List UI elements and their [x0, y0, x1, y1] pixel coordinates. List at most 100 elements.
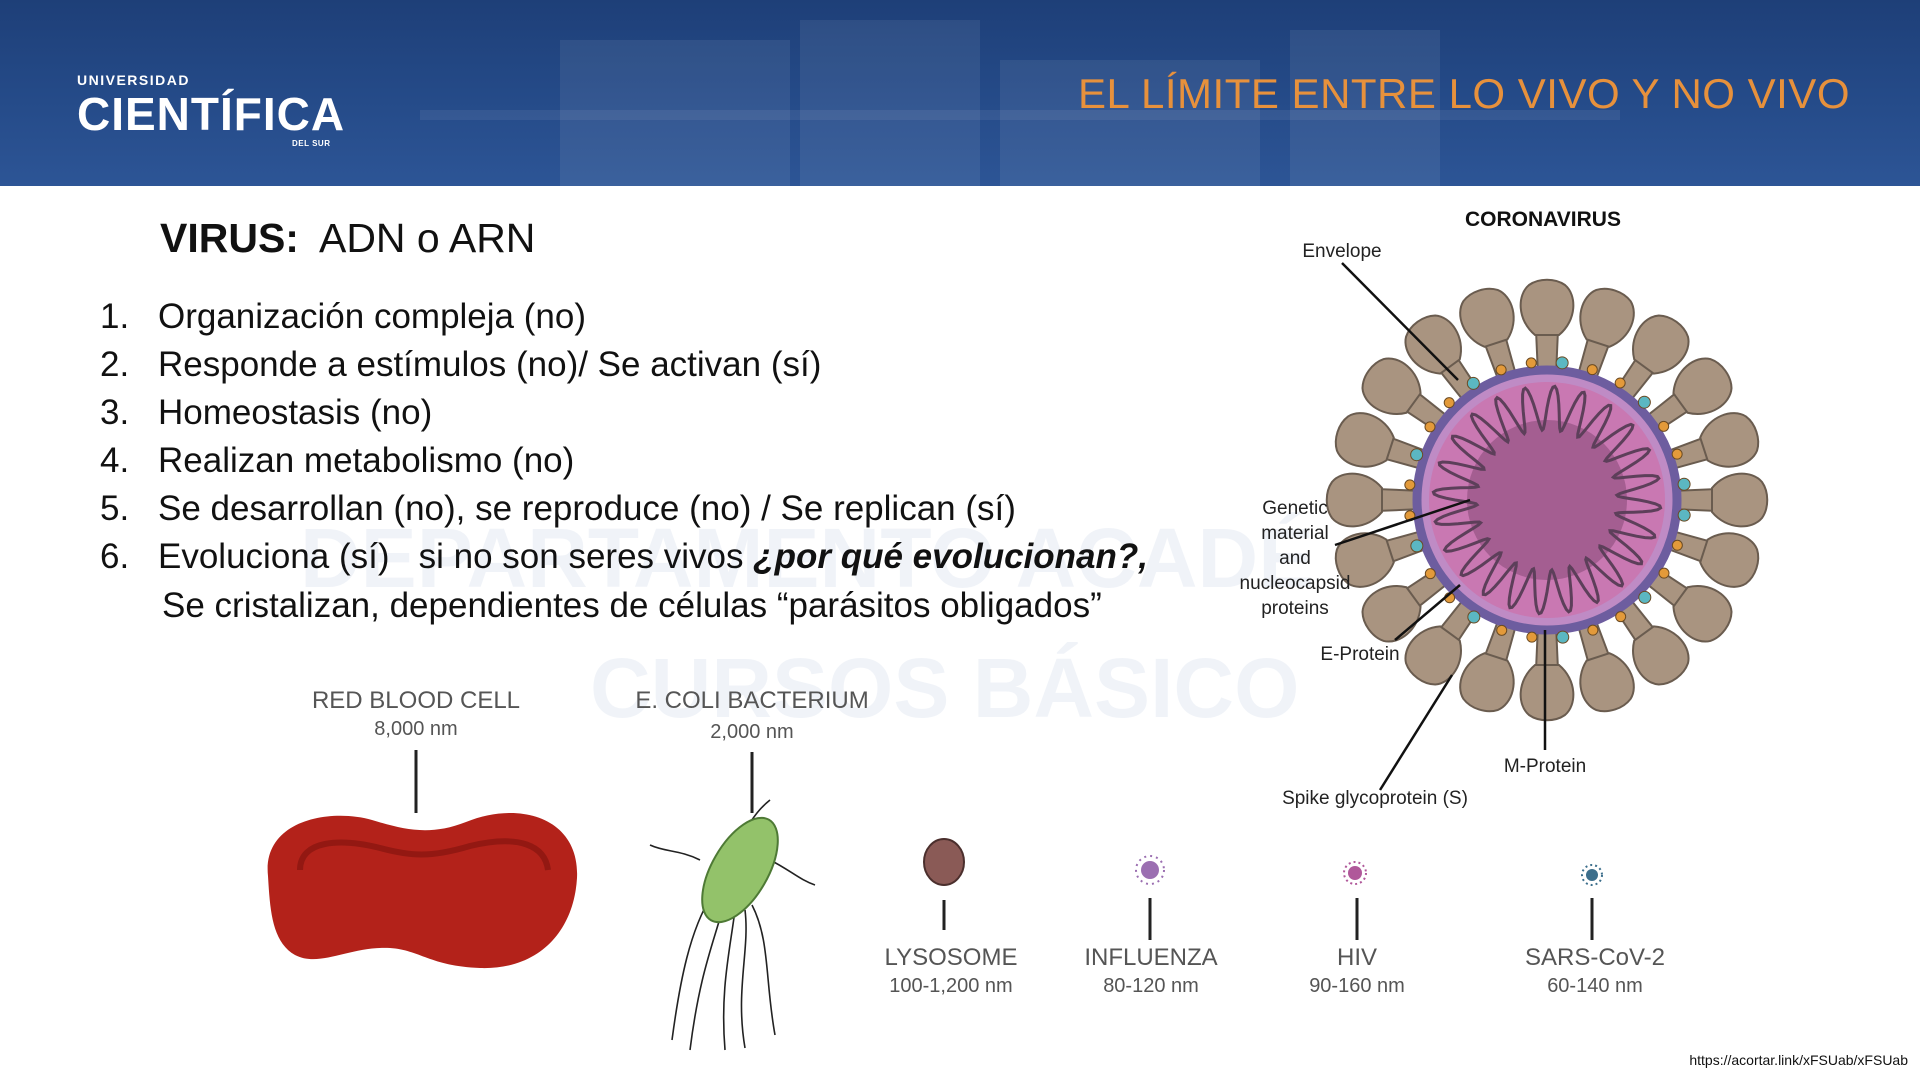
m-protein-marker [1424, 568, 1436, 580]
m-protein-marker [1404, 479, 1416, 491]
e-protein-marker [1467, 610, 1481, 624]
m-protein-marker [1586, 364, 1598, 376]
spike-label: Spike glycoprotein (S) [1282, 788, 1468, 809]
list-item-number: 5. [100, 489, 130, 528]
spike-protein [1641, 357, 1733, 436]
lysosome-body [923, 838, 965, 886]
membrane-proteins [1404, 356, 1691, 644]
spike-protein [1325, 472, 1423, 528]
list-item-number: 4. [100, 441, 130, 480]
m-protein-marker [1587, 624, 1599, 636]
e-protein-marker [1555, 356, 1569, 370]
m-protein-marker [1614, 377, 1626, 389]
spike-protein [1671, 472, 1769, 528]
virus-heading: VIRUS: ADN o ARN [160, 215, 535, 262]
list-item-text: Evoluciona (sí) si no son seres vivos [158, 537, 754, 576]
coronavirus-title: CORONAVIRUS [1465, 208, 1621, 231]
influenza-particle [1141, 861, 1159, 879]
list-item-emphasis: ¿por qué evolucionan?, [753, 537, 1148, 576]
list-item-text: Se desarrollan (no), se reproduce (no) /… [158, 489, 1016, 528]
logo-top-text: UNIVERSIDAD [77, 72, 190, 88]
list-item-number: 6. [100, 537, 130, 576]
hiv-size: 90-160 nm [1309, 975, 1405, 997]
m-protein-marker [1658, 420, 1670, 432]
coronavirus-diagram: CORONAVIRUS Envelope Genetic material an… [1240, 208, 1769, 809]
spike-pointer [1378, 674, 1454, 791]
e-protein-label: E-Protein [1320, 644, 1399, 665]
m-protein-marker [1658, 567, 1670, 579]
spike-protein [1519, 624, 1575, 722]
list-item-text: Realizan metabolismo (no) [158, 441, 575, 480]
m-protein-label: M-Protein [1504, 756, 1586, 777]
list-item: 2. Responde a estímulos (no)/ Se activan … [100, 341, 1148, 389]
source-url: https://acortar.link/xFSUab/xFSUab [1689, 1052, 1908, 1068]
genetic-material-pointer [1334, 498, 1471, 547]
list-item-text: Homeostasis (no) [158, 393, 433, 432]
envelope-pointer [1341, 262, 1459, 381]
m-protein-marker [1495, 364, 1507, 376]
slide-title: EL LÍMITE ENTRE LO VIVO Y NO VIVO [1078, 70, 1850, 117]
nucleocapsid-core [1467, 420, 1627, 580]
list-item-number: 3. [100, 393, 130, 432]
list-continuation: Se cristalizan, dependientes de células … [162, 586, 1102, 625]
sars-cov-2-particle [1586, 869, 1598, 881]
influenza-size: 80-120 nm [1103, 975, 1199, 997]
list-item: 1. Organización compleja (no) [100, 293, 1148, 341]
ecoli-body [701, 816, 779, 924]
list-item-number: 2. [100, 345, 130, 384]
list-item-text: Organización compleja (no) [158, 297, 586, 336]
header-banner: UNIVERSIDAD CIENTÍFICA DEL SUR EL LÍMITE… [0, 0, 1920, 186]
e-protein-marker [1637, 395, 1651, 409]
envelope-label: Envelope [1302, 241, 1381, 262]
logo-sub-text: DEL SUR [292, 139, 331, 148]
virus-heading-bold: VIRUS: [160, 215, 299, 261]
genetic-label-line: and [1279, 548, 1311, 569]
rbc-name: RED BLOOD CELL [312, 687, 520, 714]
e-protein-marker [1466, 376, 1480, 390]
influenza-name: INFLUENZA [1084, 944, 1217, 971]
m-protein-marker [1424, 421, 1436, 433]
university-logo: UNIVERSIDAD CIENTÍFICA DEL SUR [77, 72, 346, 148]
e-protein-pointer [1394, 584, 1461, 641]
e-protein-marker [1638, 590, 1652, 604]
m-protein-marker [1443, 397, 1455, 409]
list-item: 6.Evoluciona (sí) si no son seres vivos … [100, 533, 1148, 581]
sars-cov-2-size: 60-140 nm [1547, 975, 1643, 997]
m-protein-marker [1671, 539, 1683, 551]
genetic-material-coil [1431, 384, 1663, 616]
properties-list: 1. Organización compleja (no) 2. Responde … [100, 293, 1148, 581]
list-item-text: Responde a estímulos (no)/ Se activan (s… [158, 345, 822, 384]
ecoli-name: E. COLI BACTERIUM [635, 687, 868, 714]
list-item-number: 1. [100, 297, 130, 336]
m-protein-marker [1671, 448, 1683, 460]
virus-heading-rest: ADN o ARN [318, 215, 536, 261]
genetic-material-label: Genetic material and nucleocapsid protei… [1240, 498, 1351, 619]
sars-cov-2-name: SARS-CoV-2 [1525, 944, 1665, 971]
spike-proteins [1325, 278, 1769, 722]
m-protein-marker [1526, 631, 1538, 643]
m-protein-marker [1615, 611, 1627, 623]
watermark-line-2: CURSOS BÁSICO [590, 641, 1300, 735]
red-blood-cell [267, 812, 578, 969]
m-protein-marker [1525, 357, 1537, 369]
list-item: 5. Se desarrollan (no), se reproduce (no)… [100, 485, 1148, 533]
ecoli-size: 2,000 nm [710, 721, 793, 743]
e-protein-marker [1677, 477, 1691, 491]
e-protein-marker [1677, 508, 1691, 522]
e-protein-marker [1410, 448, 1424, 462]
lysosome-name: LYSOSOME [885, 944, 1018, 971]
watermark-line-1: DEPARTAMENTO ACADÉ [300, 511, 1315, 605]
size-comparison: RED BLOOD CELL 8,000 nm E. COLI BACTERIU… [267, 687, 1665, 1051]
genetic-label-line: nucleocapsid [1240, 573, 1351, 594]
rbc-size: 8,000 nm [374, 718, 457, 740]
list-item: 3. Homeostasis (no) [100, 389, 1148, 437]
hiv-particle [1348, 866, 1362, 880]
e-protein-marker [1556, 630, 1570, 644]
e-protein-marker [1410, 539, 1424, 553]
list-item: 4. Realizan metabolismo (no) [100, 437, 1148, 485]
genetic-label-line: material [1261, 523, 1329, 544]
genetic-label-line: proteins [1261, 598, 1329, 619]
logo-main-text: CIENTÍFICA [77, 88, 346, 140]
lysosome-size: 100-1,200 nm [889, 975, 1012, 997]
